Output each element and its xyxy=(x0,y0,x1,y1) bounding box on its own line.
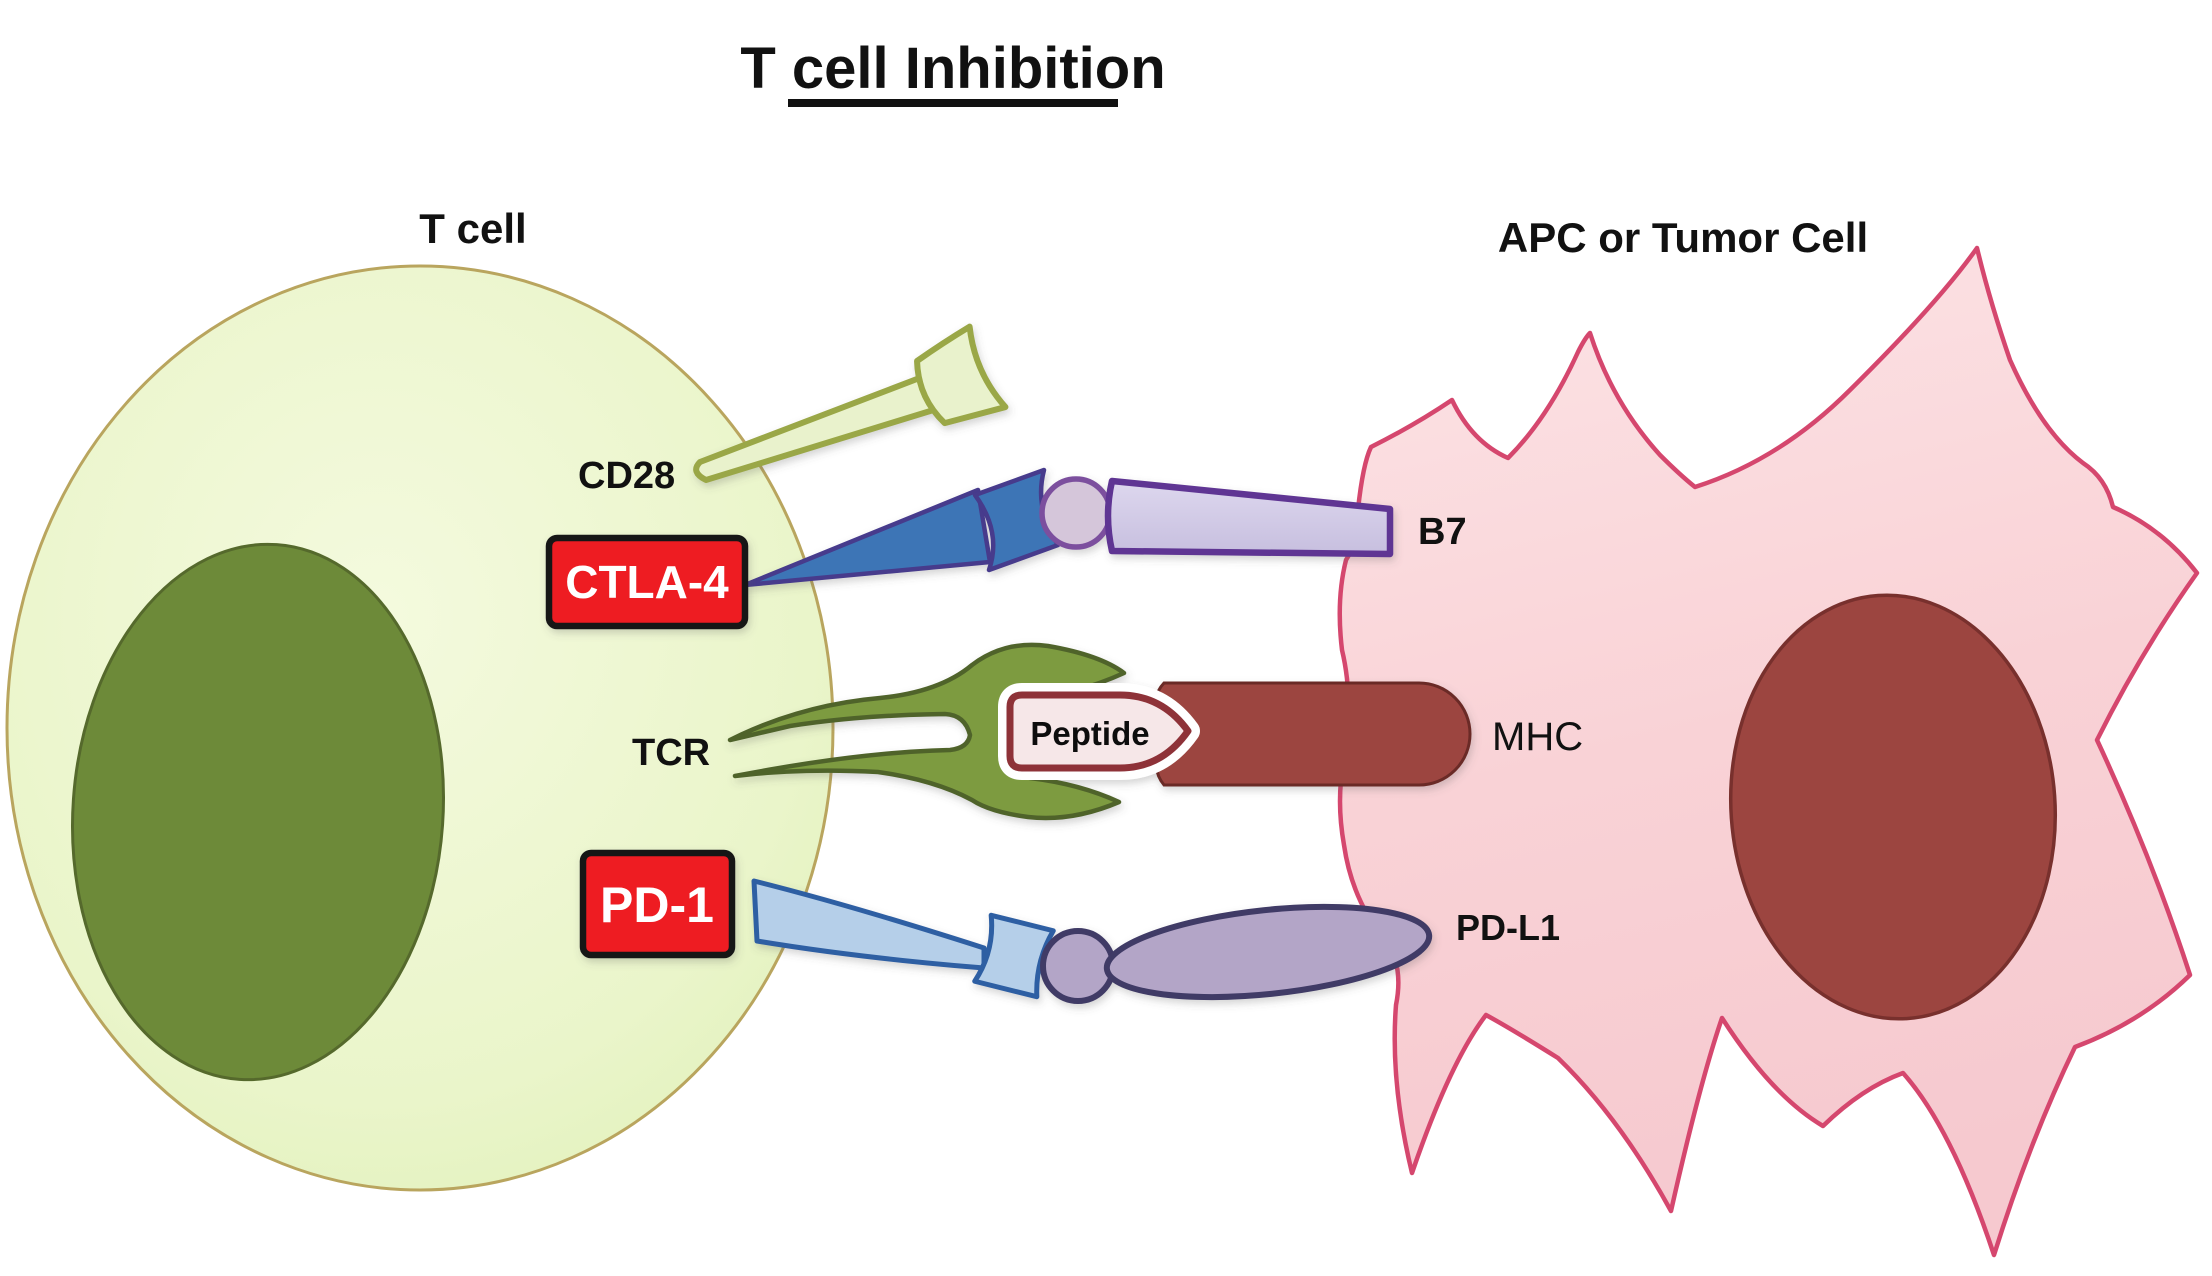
t-cell xyxy=(5,264,835,1192)
ctla4-b7-junction-circle xyxy=(1039,476,1113,550)
cd28-label: CD28 xyxy=(578,455,675,497)
ctla4-box-label: CTLA-4 xyxy=(565,556,729,608)
peptide-label: Peptide xyxy=(1030,715,1149,752)
apc-label: APC or Tumor Cell xyxy=(1498,214,1868,261)
ctla4-receptor xyxy=(742,487,993,588)
pd1-receptor-head xyxy=(972,912,1056,1000)
pd1-pdl1-junction-circle xyxy=(1040,928,1116,1004)
tcr-label: TCR xyxy=(632,732,710,774)
mhc-label: MHC xyxy=(1492,715,1583,759)
cd28-receptor xyxy=(693,323,1009,483)
b7-ligand xyxy=(1104,477,1394,558)
ctla4-b7-complex xyxy=(742,467,1394,588)
t-cell-label: T cell xyxy=(419,205,526,252)
b7-label: B7 xyxy=(1418,511,1467,553)
apc-nucleus xyxy=(1728,593,2058,1021)
t-cell-nucleus xyxy=(71,542,445,1082)
tcr-mhc-complex: Peptide xyxy=(727,642,1472,821)
cd28-cup xyxy=(914,323,1009,427)
pdl1-ligand xyxy=(1103,903,1433,1001)
pd1-pdl1-complex xyxy=(751,878,1433,1004)
mhc-molecule xyxy=(1155,681,1472,787)
apc-tumor-cell xyxy=(1337,245,2200,1258)
pd1-box: PD-1 xyxy=(579,849,736,959)
pd1-box-label: PD-1 xyxy=(600,877,714,933)
ctla4-box-bg xyxy=(545,534,749,630)
pd1-box-bg xyxy=(579,849,736,959)
peptide-shape-border xyxy=(1006,691,1192,772)
title-underline xyxy=(788,99,1118,107)
pdl1-label: PD-L1 xyxy=(1456,907,1560,948)
page-title: T cell Inhibition xyxy=(740,36,1165,101)
ctla4-box: CTLA-4 xyxy=(545,534,749,630)
